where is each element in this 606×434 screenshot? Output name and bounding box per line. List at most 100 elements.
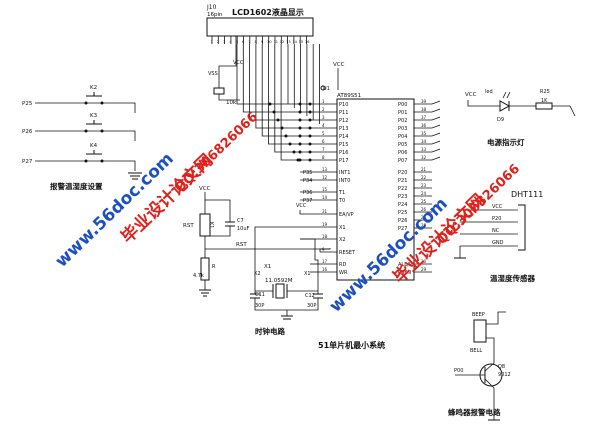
lcd-pin-number: 7: [248, 40, 250, 44]
clock-c1-ref: C11: [255, 292, 265, 298]
mcu-left-pin-name: INT0: [339, 178, 350, 184]
mcu-right-pin-name: P25: [398, 210, 407, 216]
ea-vcc-label: VCC: [296, 203, 307, 209]
p0-bus-entry: [431, 140, 441, 145]
led-name: led: [485, 89, 493, 95]
key-label: K4: [90, 143, 98, 149]
contrast-pot-wire: [218, 94, 240, 101]
mcu-right-pin-number: 29: [421, 267, 427, 272]
mcu-left-pin-name: RD: [339, 262, 346, 268]
dht-section-label: 温湿度传感器: [490, 273, 535, 283]
mcu-left-pin-number: 5: [322, 131, 325, 136]
led-wire-a: [467, 100, 500, 107]
lcd-pin-number: 16: [305, 40, 309, 44]
mcu-left-pin-name: P11: [339, 110, 348, 116]
mcu-left-pin-number: 14: [322, 195, 328, 200]
mcu-left-pin-number: 16: [322, 267, 328, 272]
clock-x2-label: X2: [254, 271, 261, 277]
lcd-pin-number: 6: [242, 40, 244, 44]
mcu-left-pin-number: 18: [322, 234, 328, 239]
mcu-right-pin-number: 25: [421, 199, 427, 204]
key-contact: [100, 129, 104, 133]
lcd-pin-number: 14: [292, 40, 297, 44]
reset-button-label: RST: [183, 223, 194, 229]
mcu-right-pin-name: P00: [398, 102, 407, 108]
buzzer-circuit: BEEP BELL P00 Q8 9012 蜂鸣器报警电路: [448, 311, 511, 421]
reset-net-wire: [205, 248, 331, 250]
mcu-right-pin-name: PSEN: [398, 270, 411, 276]
bus-junction: [308, 134, 312, 138]
key-net-label: P26: [22, 129, 33, 135]
lcd-pin-number: 2: [217, 40, 219, 44]
reset-res-val: 4.7k: [193, 273, 204, 279]
mcu-left-pin-name: P15: [339, 142, 348, 148]
key-contact: [100, 159, 104, 163]
lcd-bus-wire: [261, 44, 320, 137]
lcd-ref: J10: [206, 4, 217, 11]
mcu-right-pin-number: 22: [421, 175, 427, 180]
key-contact: [100, 101, 104, 105]
buzzer-wire: [486, 311, 506, 325]
lcd-title: LCD1602液晶显示: [232, 7, 304, 17]
key-net-label: P25: [22, 101, 33, 107]
contrast-pot-value: 10k: [226, 100, 237, 106]
lcd-bus-wire: [249, 44, 320, 121]
mcu-right-pin-name: P02: [398, 118, 407, 124]
mcu-left-pin-number: 8: [322, 155, 325, 160]
mcu-right-pin-number: 34: [421, 139, 427, 144]
mcu-section-label: 51单片机最小系统: [318, 340, 385, 350]
lcd-bus-wire: [280, 44, 320, 161]
p0-bus-entry: [431, 148, 441, 153]
clock-section-label: 时钟电路: [255, 326, 285, 336]
mcu-right-pin-name: P24: [398, 202, 407, 208]
lcd-pin-number: 15: [299, 40, 303, 44]
mcu-left-pin-number: 12: [322, 175, 328, 180]
bus-junction: [308, 126, 312, 130]
led-vcc: VCC: [465, 92, 477, 98]
mcu-left-pin-name: INT1: [339, 170, 350, 176]
key-contact: [84, 129, 88, 133]
led-res-val: 1K: [541, 98, 548, 104]
bus-node: [320, 85, 326, 91]
bus-junction: [298, 110, 302, 114]
bus-junction: [298, 134, 302, 138]
bus-junction: [292, 150, 296, 154]
mcu-right-pin-number: 36: [421, 123, 427, 128]
mcu-left-pin-name: T0: [338, 198, 345, 204]
reset-circuit: VCC RST K1 C7 10uF RST R 4.7k: [183, 186, 331, 297]
bus-junction: [298, 126, 302, 130]
mcu-right-pin-number: 33: [421, 147, 427, 152]
lcd-bus-wire: [274, 44, 320, 153]
mcu-left-pin-number: 1: [322, 99, 325, 104]
clock-gnd-wire: [254, 298, 319, 311]
lcd-bus-wire: [268, 44, 320, 145]
mcu-right-pin-name: P05: [398, 142, 407, 148]
mcu-net-label: P36: [303, 190, 312, 196]
bus-junction: [298, 118, 302, 122]
buzzer-part: BEEP: [472, 312, 485, 318]
mcu-right-pin-name: P27: [398, 226, 407, 232]
mcu-right-pin-name: P07: [398, 158, 407, 164]
mcu-right-pin-name: P04: [398, 134, 407, 140]
lcd-pin-number: 9: [261, 40, 263, 44]
bus-junction: [308, 118, 312, 122]
mcu-left-pin-name: P12: [339, 118, 348, 124]
led-diode-icon: [499, 100, 511, 112]
mcu-left-pin-number: 6: [322, 139, 325, 144]
lcd-pin-number: 3: [223, 40, 225, 44]
mcu-right-pin-number: 23: [421, 183, 427, 188]
mcu-right-pin-number: 39: [421, 99, 427, 104]
lcd-pin-number: 1: [211, 40, 213, 44]
clock-c2-ref: C12: [305, 293, 315, 299]
bus-junction: [308, 102, 312, 106]
transistor-lead: [484, 378, 495, 420]
clock-c2-val: 30P: [307, 303, 316, 309]
contrast-wire: [218, 36, 237, 80]
mcu-right-pin-name: P23: [398, 194, 407, 200]
